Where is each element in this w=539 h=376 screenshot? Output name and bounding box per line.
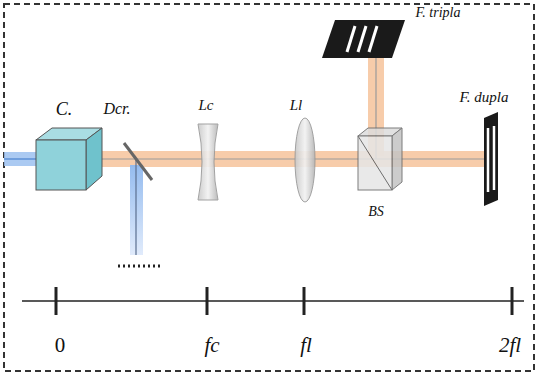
signal-beam (98, 151, 488, 167)
axis-label: 0 (55, 335, 66, 356)
frame (4, 4, 534, 371)
axis-label: 2fl (499, 335, 521, 356)
crystal-cube (36, 128, 102, 190)
component-label: C. (56, 100, 73, 118)
component-label: Lc (199, 98, 214, 113)
component-label: F. dupla (460, 90, 509, 105)
dotted-continuation (118, 265, 162, 268)
axis-label: fc (204, 335, 219, 356)
convex-lens (295, 118, 315, 202)
double-slit (484, 112, 498, 206)
component-label: F. tripla (416, 6, 461, 20)
axis (22, 287, 524, 315)
component-label: BS (368, 205, 384, 219)
triple-slit (322, 20, 405, 58)
concave-lens (198, 124, 218, 200)
axis-label: fl (300, 335, 312, 356)
beam-splitter (358, 128, 402, 190)
dichroic-mirror (124, 143, 152, 180)
component-label: Dcr. (103, 101, 130, 117)
component-label: Ll (290, 98, 303, 113)
